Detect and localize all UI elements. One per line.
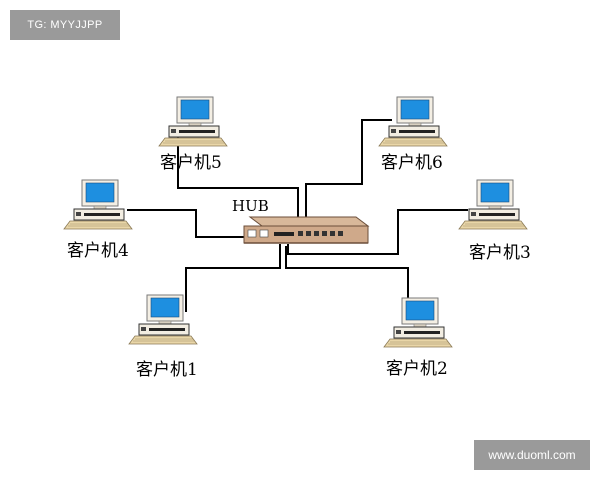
- client-2-label: 客户机2: [386, 359, 448, 379]
- client-5-label: 客户机5: [160, 153, 222, 173]
- computer-icon: [158, 96, 228, 147]
- cable-client3: [287, 209, 468, 255]
- client-3-label: 客户机3: [469, 243, 531, 263]
- hub-label: HUB: [232, 197, 269, 215]
- cable-client4: [127, 209, 245, 238]
- computer-icon: [378, 96, 448, 147]
- hub-device: [243, 216, 370, 244]
- client-1-label: 客户机1: [136, 360, 198, 380]
- watermark-bottom-right: www.duoml.com: [474, 440, 590, 470]
- cable-client2: [285, 246, 409, 318]
- cable-group: [127, 119, 468, 318]
- client-4-label: 客户机4: [67, 241, 129, 261]
- computer-icon: [458, 179, 528, 230]
- cable-client5: [177, 130, 299, 222]
- computer-6: [378, 96, 448, 147]
- cable-client6: [305, 119, 392, 222]
- computer-5: [158, 96, 228, 147]
- client-6-label: 客户机6: [381, 153, 443, 173]
- computer-2: [383, 297, 453, 348]
- cable-client1: [185, 244, 281, 312]
- computer-icon: [383, 297, 453, 348]
- computer-3: [458, 179, 528, 230]
- computer-4: [63, 179, 133, 230]
- watermark-top-left: TG: MYYJJPP: [10, 10, 120, 40]
- computer-icon: [63, 179, 133, 230]
